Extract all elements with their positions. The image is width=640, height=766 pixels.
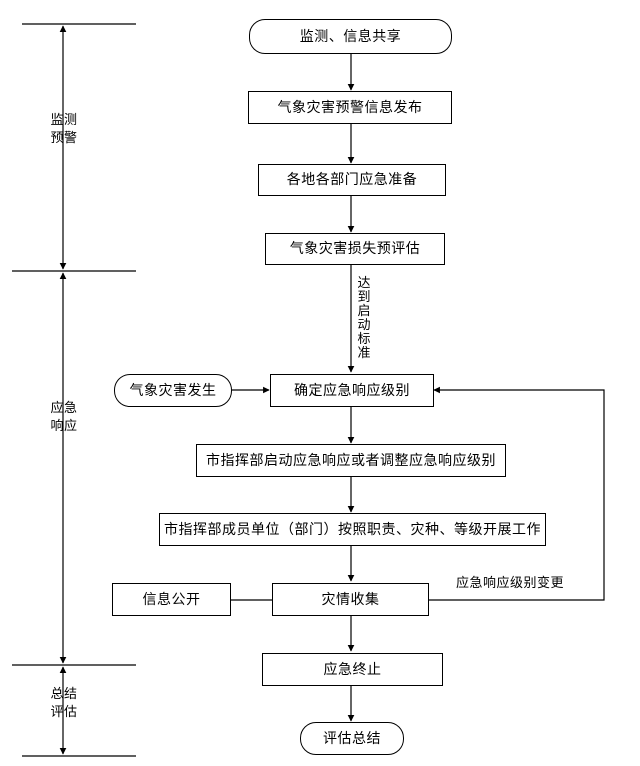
node-determine-level[interactable]: 确定应急响应级别: [270, 374, 434, 407]
node-emergency-termination-label: 应急终止: [323, 661, 382, 678]
node-assessment-summary-label: 评估总结: [323, 730, 381, 747]
node-assessment-summary[interactable]: 评估总结: [300, 722, 404, 755]
node-disaster-collection[interactable]: 灾情收集: [272, 583, 429, 616]
node-monitoring-sharing-label: 监测、信息共享: [299, 28, 402, 45]
node-loss-preassessment[interactable]: 气象灾害损失预评估: [265, 233, 445, 265]
phase-label-summary: 总结 评估: [34, 686, 94, 721]
node-monitoring-sharing[interactable]: 监测、信息共享: [249, 19, 452, 54]
node-member-units-work-label: 市指挥部成员单位（部门）按照职责、灾种、等级开展工作: [164, 521, 541, 538]
phase-label-response-line1: 应急: [50, 401, 78, 416]
node-start-or-adjust-label: 市指挥部启动应急响应或者调整应急响应级别: [206, 452, 496, 469]
edge-level-change-feedback: [429, 386, 605, 601]
edge-label-level-change: 应急响应级别变更: [456, 576, 565, 591]
node-department-preparation-label: 各地各部门应急准备: [286, 172, 418, 188]
node-member-units-work[interactable]: 市指挥部成员单位（部门）按照职责、灾种、等级开展工作: [159, 513, 546, 546]
phase-label-response: 应急 响应: [34, 400, 94, 435]
node-department-preparation[interactable]: 各地各部门应急准备: [258, 164, 446, 196]
node-start-or-adjust[interactable]: 市指挥部启动应急响应或者调整应急响应级别: [196, 444, 506, 477]
node-information-disclosure[interactable]: 信息公开: [112, 583, 231, 616]
phase-label-response-line2: 响应: [50, 418, 78, 434]
edge-label-activation-criteria: 达到启动标准: [357, 276, 371, 362]
phase-label-summary-line2: 评估: [50, 704, 78, 720]
phase-label-monitoring-line2: 预警: [50, 130, 78, 146]
node-disaster-collection-label: 灾情收集: [321, 591, 380, 608]
phase-label-monitoring-line1: 监测: [50, 113, 78, 128]
node-loss-preassessment-label: 气象灾害损失预评估: [289, 241, 421, 257]
node-emergency-termination[interactable]: 应急终止: [262, 653, 443, 686]
phase-label-summary-line1: 总结: [50, 687, 78, 702]
node-determine-level-label: 确定应急响应级别: [294, 382, 410, 399]
node-warning-release-label: 气象灾害预警信息发布: [277, 99, 423, 116]
phase-label-monitoring: 监测 预警: [34, 112, 94, 147]
node-warning-release[interactable]: 气象灾害预警信息发布: [248, 91, 452, 124]
node-disaster-occurs[interactable]: 气象灾害发生: [114, 374, 232, 407]
node-information-disclosure-label: 信息公开: [142, 591, 201, 608]
node-disaster-occurs-label: 气象灾害发生: [129, 382, 217, 399]
